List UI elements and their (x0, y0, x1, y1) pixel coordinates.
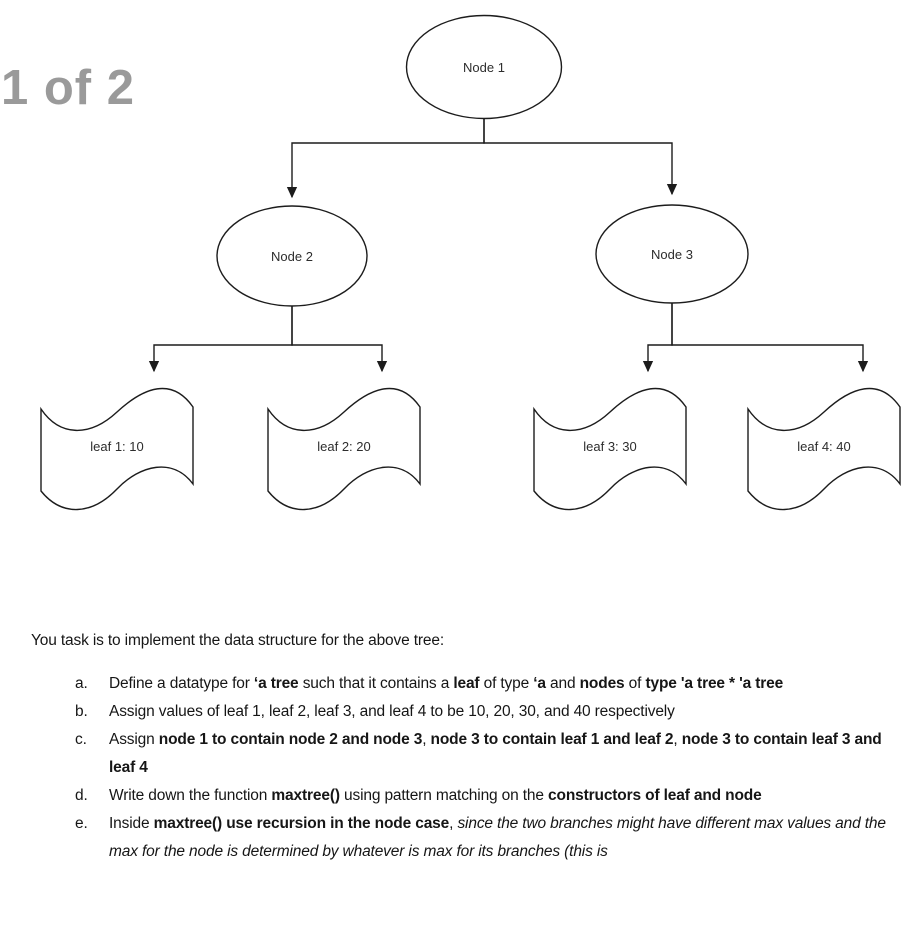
leaf-4: leaf 4: 40 (747, 387, 901, 511)
node-3-label: Node 3 (651, 247, 693, 262)
task-intro: You task is to implement the data struct… (31, 632, 445, 649)
list-marker-a: a. (75, 675, 88, 692)
leaf-1-label: leaf 1: 10 (90, 439, 144, 454)
edge-node3-leaf3 (642, 303, 673, 373)
edge-node2-leaf2 (291, 306, 388, 373)
edge-node1-node2 (286, 118, 485, 199)
tree-diagram: Node 1 Node 2 Node 3 leaf 1: 10 leaf 2: … (40, 14, 901, 511)
list-marker-c: c. (75, 731, 87, 748)
task-item-c-text: Assign node 1 to contain node 2 and node… (109, 731, 882, 776)
leaf-3-label: leaf 3: 30 (583, 439, 637, 454)
node-3: Node 3 (595, 204, 749, 304)
list-marker-e: e. (75, 815, 88, 832)
page-number: 1 of 2 (1, 61, 135, 115)
edge-node1-node3 (483, 118, 678, 196)
task-item-e-text: Inside maxtree() use recursion in the no… (109, 815, 886, 860)
list-marker-d: d. (75, 787, 88, 804)
edge-node3-leaf4 (671, 303, 869, 373)
node-2: Node 2 (216, 205, 368, 307)
leaf-1: leaf 1: 10 (40, 387, 194, 511)
leaf-2: leaf 2: 20 (267, 387, 421, 511)
task-item-e: e. Inside maxtree() use recursion in the… (31, 810, 897, 866)
leaf-2-label: leaf 2: 20 (317, 439, 371, 454)
leaf-4-label: leaf 4: 40 (797, 439, 851, 454)
task-item-d-text: Write down the function maxtree() using … (109, 787, 762, 804)
task-item-b: b. Assign values of leaf 1, leaf 2, leaf… (31, 698, 897, 726)
task-item-d: d. Write down the function maxtree() usi… (31, 782, 897, 810)
node-1: Node 1 (405, 14, 563, 120)
task-item-b-text: Assign values of leaf 1, leaf 2, leaf 3,… (109, 703, 675, 720)
task-item-a: a. Define a datatype for ‘a tree such th… (31, 670, 897, 698)
edge-node2-leaf1 (148, 306, 293, 373)
list-marker-b: b. (75, 703, 88, 720)
task-item-c: c. Assign node 1 to contain node 2 and n… (31, 726, 897, 782)
task-item-a-text: Define a datatype for ‘a tree such that … (109, 675, 784, 692)
node-1-label: Node 1 (463, 60, 505, 75)
node-2-label: Node 2 (271, 249, 313, 264)
task-section: You task is to implement the data struct… (31, 627, 897, 866)
leaf-3: leaf 3: 30 (533, 387, 687, 511)
